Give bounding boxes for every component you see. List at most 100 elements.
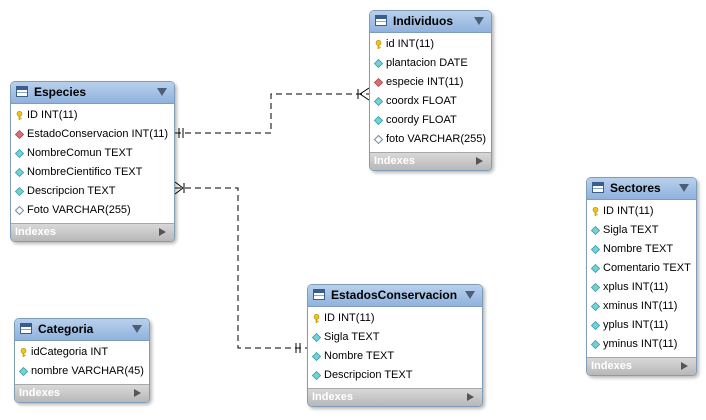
- rel-crowfoot-top-2: [174, 181, 184, 189]
- column-label: EstadoConservacion INT(11): [27, 128, 169, 140]
- expand-arrow-icon[interactable]: [159, 228, 166, 236]
- column-row[interactable]: yminus INT(11): [587, 335, 696, 354]
- column-row[interactable]: Descripcion TEXT: [308, 366, 482, 385]
- table-header[interactable]: Categoria: [15, 319, 149, 341]
- column-row[interactable]: idCategoria INT: [15, 343, 149, 362]
- column-row[interactable]: coordx FLOAT: [370, 92, 491, 111]
- column-row[interactable]: especie INT(11): [370, 73, 491, 92]
- column-row[interactable]: foto VARCHAR(255): [370, 130, 491, 149]
- chevron-down-icon[interactable]: [465, 291, 475, 299]
- column-label: ID INT(11): [603, 205, 654, 217]
- column-row[interactable]: coordy FLOAT: [370, 111, 491, 130]
- column-label: Nombre TEXT: [324, 350, 395, 362]
- indexes-label: Indexes: [15, 226, 56, 238]
- column-row[interactable]: xminus INT(11): [587, 297, 696, 316]
- table-header[interactable]: Especies: [11, 82, 174, 104]
- column-diamond-icon: [19, 367, 28, 376]
- column-diamond-icon: [591, 226, 600, 235]
- rel-crowfoot-bottom: [359, 93, 370, 101]
- indexes-section[interactable]: Indexes: [308, 388, 482, 406]
- table-sectores[interactable]: Sectores ID INT(11) Sigla TEXT Nombre TEXT…: [586, 177, 697, 376]
- column-list: ID INT(11) Sigla TEXT Nombre TEXT Descripci…: [308, 307, 482, 388]
- indexes-label: Indexes: [19, 387, 60, 399]
- expand-arrow-icon[interactable]: [467, 393, 474, 401]
- column-diamond-icon: [591, 264, 600, 273]
- column-row[interactable]: NombreCientifico TEXT: [11, 163, 174, 182]
- column-label: Sigla TEXT: [324, 331, 380, 343]
- table-especies[interactable]: Especies ID INT(11) EstadoConservacion IN…: [10, 81, 175, 242]
- column-row[interactable]: plantacion DATE: [370, 54, 491, 73]
- indexes-label: Indexes: [374, 155, 415, 167]
- expand-arrow-icon[interactable]: [476, 157, 483, 165]
- column-row[interactable]: xplus INT(11): [587, 278, 696, 297]
- nullable-diamond-icon: [15, 206, 24, 215]
- relationship-estados-especies[interactable]: [175, 187, 307, 349]
- column-label: Descripcion TEXT: [324, 369, 413, 381]
- table-header[interactable]: Sectores: [587, 178, 696, 200]
- chevron-down-icon[interactable]: [157, 88, 167, 96]
- column-row[interactable]: Sigla TEXT: [587, 221, 696, 240]
- column-row[interactable]: yplus INT(11): [587, 316, 696, 335]
- column-label: Descripcion TEXT: [27, 185, 116, 197]
- column-label: Sigla TEXT: [603, 224, 659, 236]
- primary-key-icon: [20, 348, 27, 357]
- table-individuos[interactable]: Individuos id INT(11) plantacion DATE espe…: [369, 10, 492, 171]
- column-label: Foto VARCHAR(255): [27, 204, 131, 216]
- column-row[interactable]: ID INT(11): [308, 309, 482, 328]
- column-row[interactable]: id INT(11): [370, 35, 491, 54]
- table-title: Sectores: [610, 181, 661, 195]
- table-title: Individuos: [393, 14, 453, 28]
- relationship-especies-individuos[interactable]: [175, 93, 369, 134]
- column-diamond-icon: [312, 352, 321, 361]
- column-row[interactable]: ID INT(11): [11, 106, 174, 125]
- primary-key-icon: [313, 314, 320, 323]
- indexes-section[interactable]: Indexes: [15, 384, 149, 402]
- table-header[interactable]: EstadosConservacion: [308, 285, 482, 307]
- table-title: EstadosConservacion: [331, 288, 458, 302]
- column-label: nombre VARCHAR(45): [31, 365, 144, 377]
- column-diamond-icon: [591, 321, 600, 330]
- chevron-down-icon[interactable]: [679, 184, 689, 192]
- column-diamond-icon: [374, 59, 383, 68]
- column-diamond-icon: [15, 149, 24, 158]
- table-categoria[interactable]: Categoria idCategoria INT nombre VARCHAR(…: [14, 318, 150, 403]
- table-title: Categoria: [38, 322, 94, 336]
- table-icon: [16, 86, 28, 97]
- chevron-down-icon[interactable]: [474, 17, 484, 25]
- column-row[interactable]: Comentario TEXT: [587, 259, 696, 278]
- column-row[interactable]: nombre VARCHAR(45): [15, 362, 149, 381]
- table-icon: [375, 15, 387, 26]
- column-row[interactable]: ID INT(11): [587, 202, 696, 221]
- column-row[interactable]: Descripcion TEXT: [11, 182, 174, 201]
- primary-key-icon: [375, 40, 382, 49]
- column-diamond-icon: [374, 97, 383, 106]
- indexes-label: Indexes: [312, 391, 353, 403]
- table-estadosconservacion[interactable]: EstadosConservacion ID INT(11) Sigla TEXT…: [307, 284, 483, 407]
- column-diamond-icon: [312, 333, 321, 342]
- indexes-label: Indexes: [591, 360, 632, 372]
- expand-arrow-icon[interactable]: [134, 389, 141, 397]
- column-row[interactable]: Nombre TEXT: [308, 347, 482, 366]
- column-label: plantacion DATE: [386, 57, 468, 69]
- column-label: especie INT(11): [386, 76, 464, 88]
- primary-key-icon: [16, 111, 23, 120]
- foreign-key-diamond-icon: [15, 130, 24, 139]
- chevron-down-icon[interactable]: [132, 325, 142, 333]
- expand-arrow-icon[interactable]: [681, 362, 688, 370]
- column-row[interactable]: Nombre TEXT: [587, 240, 696, 259]
- column-row[interactable]: EstadoConservacion INT(11): [11, 125, 174, 144]
- indexes-section[interactable]: Indexes: [587, 357, 696, 375]
- column-label: NombreCientifico TEXT: [27, 166, 143, 178]
- column-diamond-icon: [374, 116, 383, 125]
- indexes-section[interactable]: Indexes: [370, 152, 491, 170]
- column-label: xplus INT(11): [603, 281, 669, 293]
- column-row[interactable]: Foto VARCHAR(255): [11, 201, 174, 220]
- indexes-section[interactable]: Indexes: [11, 223, 174, 241]
- column-row[interactable]: Sigla TEXT: [308, 328, 482, 347]
- table-header[interactable]: Individuos: [370, 11, 491, 33]
- column-row[interactable]: NombreComun TEXT: [11, 144, 174, 163]
- column-label: ID INT(11): [324, 312, 375, 324]
